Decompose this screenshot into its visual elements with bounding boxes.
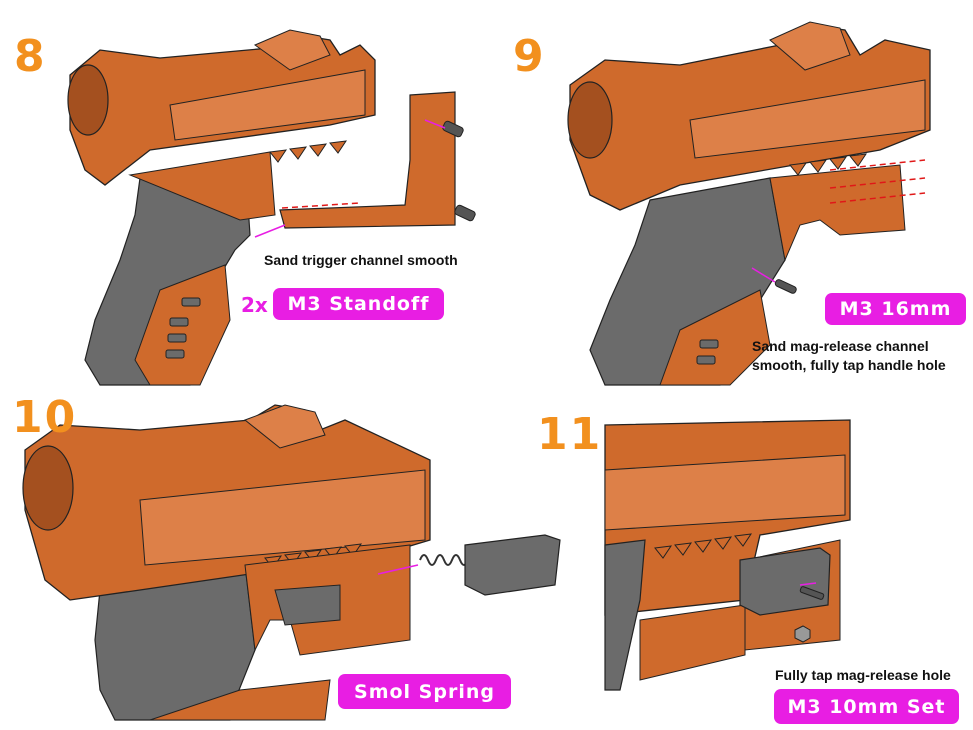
step-11-part-label: M3 10mm Set (774, 689, 959, 724)
step-10-part-label: Smol Spring (338, 674, 511, 709)
step-11-note: Fully tap mag-release hole (775, 667, 951, 683)
step-9-illustration (567, 21, 931, 386)
step-10-illustration (22, 404, 561, 721)
step-8-standoffs (442, 120, 476, 222)
step-9-screw (774, 279, 797, 294)
step-8-number: 8 (14, 31, 47, 82)
step-8-part-label: M3 Standoff (273, 288, 444, 320)
step-10-spring (419, 554, 469, 566)
step-9-part-label: M3 16mm (825, 293, 966, 325)
step-8-quantity-prefix: 2x (241, 293, 268, 317)
step-9-note-line-2: smooth, fully tap handle hole (752, 357, 946, 373)
step-10-number: 10 (12, 392, 78, 443)
step-11-grip (604, 539, 646, 691)
step-11-number: 11 (537, 409, 603, 460)
step-9-note-line-1: Sand mag-release channel (752, 338, 929, 354)
step-11-illustration (604, 419, 851, 691)
step-8-note: Sand trigger channel smooth (264, 252, 458, 268)
step-8-illustration (67, 29, 476, 386)
step-8-grip (84, 159, 251, 386)
step-8-trigger-guard (279, 91, 456, 229)
step-11-mag-release (739, 547, 831, 616)
step-9-number: 9 (513, 31, 546, 82)
step-10-mag-release (464, 534, 561, 596)
